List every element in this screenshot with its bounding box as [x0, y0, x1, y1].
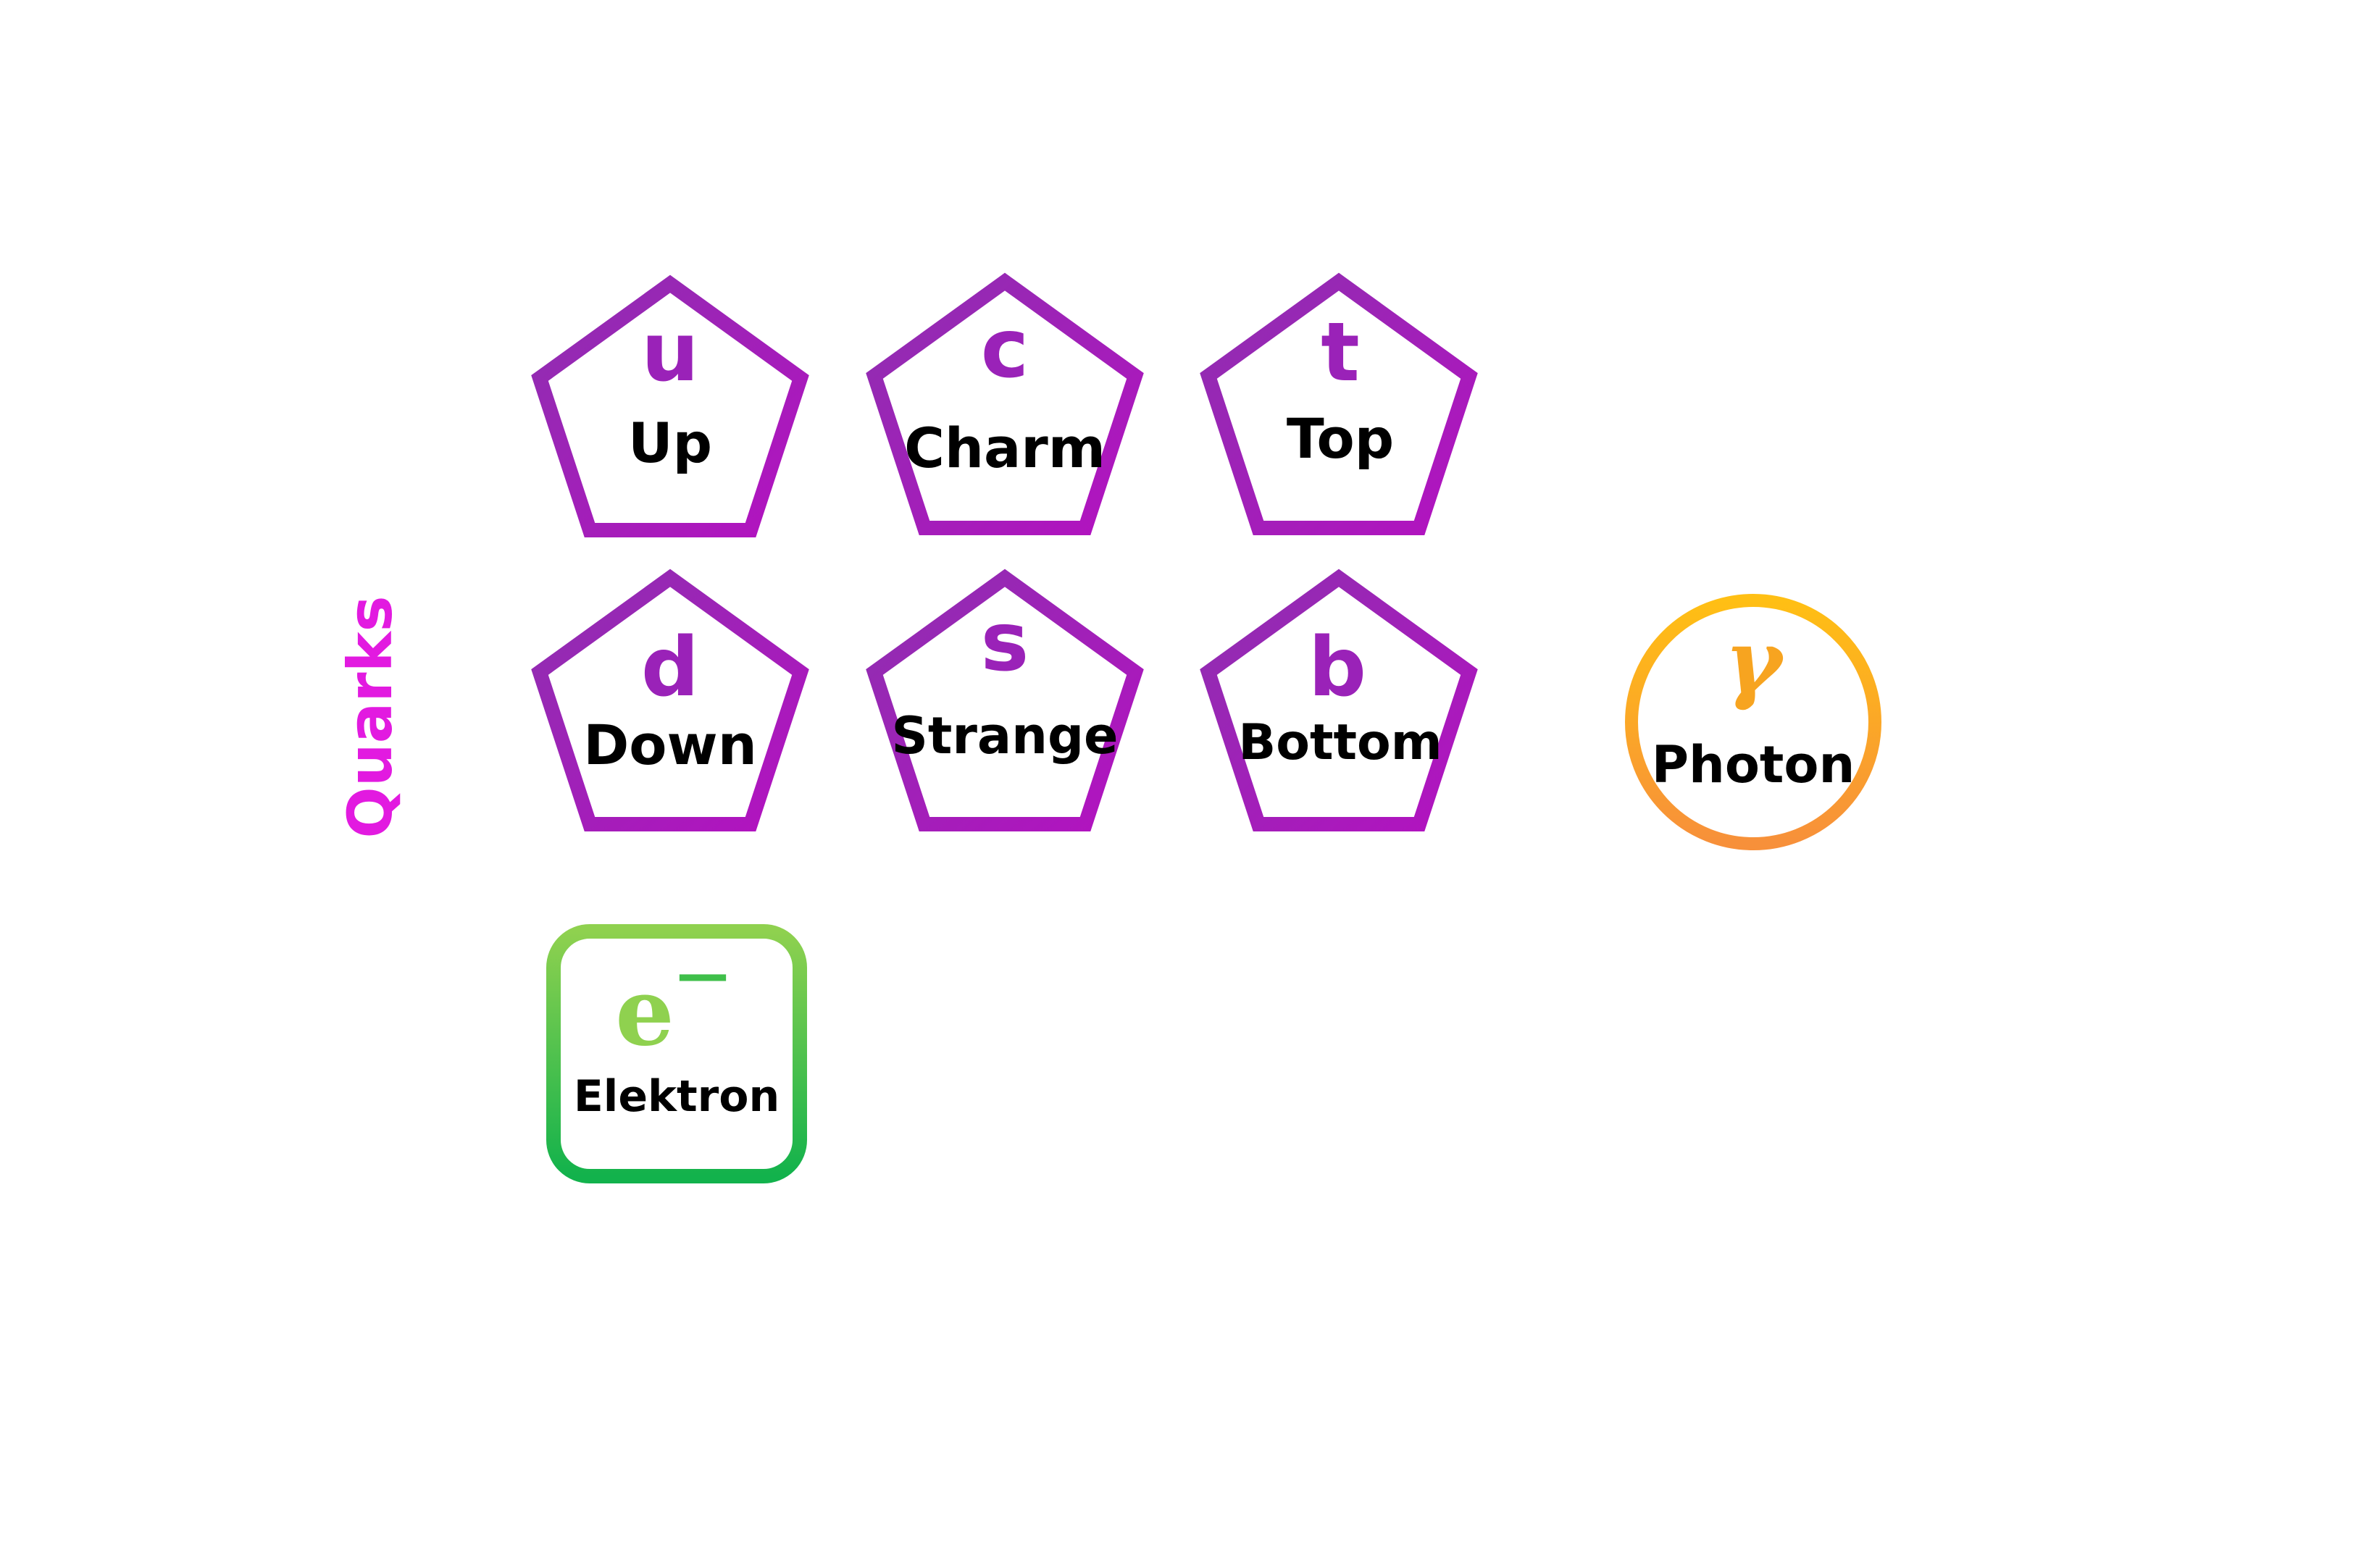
photon-circle: [1625, 594, 1881, 850]
boson-photon: γ Photon: [1625, 594, 1881, 850]
quark-symbol: c: [981, 302, 1029, 396]
quark-up: u Up: [531, 274, 809, 537]
photon-name: Photon: [1652, 735, 1855, 795]
quark-name: Strange: [891, 706, 1118, 766]
electron-name: Elektron: [574, 1071, 780, 1122]
electron-square: [546, 924, 807, 1183]
quark-name: Down: [583, 713, 757, 777]
quark-bottom: b Bottom: [1200, 569, 1478, 831]
quark-name: Charm: [904, 416, 1106, 480]
quark-down: d Down: [531, 569, 809, 831]
quark-name: Bottom: [1238, 714, 1442, 771]
quark-top: t Top: [1200, 272, 1478, 535]
quark-symbol: d: [641, 621, 699, 715]
quarks-label: Quarks: [335, 595, 406, 838]
photon-symbol: γ: [1724, 611, 1785, 713]
quark-symbol: u: [641, 306, 699, 400]
pentagon-shape: [866, 569, 1144, 831]
electron-charge-superscript: —: [677, 944, 729, 1005]
pentagon-shape: [866, 272, 1144, 535]
quark-symbol: t: [1321, 306, 1360, 400]
quark-symbol: b: [1308, 621, 1366, 715]
pentagon-shape: [1200, 272, 1478, 535]
pentagon-shape: [531, 274, 809, 537]
electron-symbol: e: [615, 958, 674, 1067]
quark-name: Up: [628, 411, 712, 475]
quark-strange: s Strange: [866, 569, 1144, 831]
quark-name: Top: [1287, 406, 1394, 471]
quark-charm: c Charm: [866, 272, 1144, 535]
lepton-electron: e — Elektron: [546, 924, 807, 1183]
pentagon-shape: [1200, 569, 1478, 831]
pentagon-shape: [531, 569, 809, 831]
quark-symbol: s: [981, 595, 1029, 689]
